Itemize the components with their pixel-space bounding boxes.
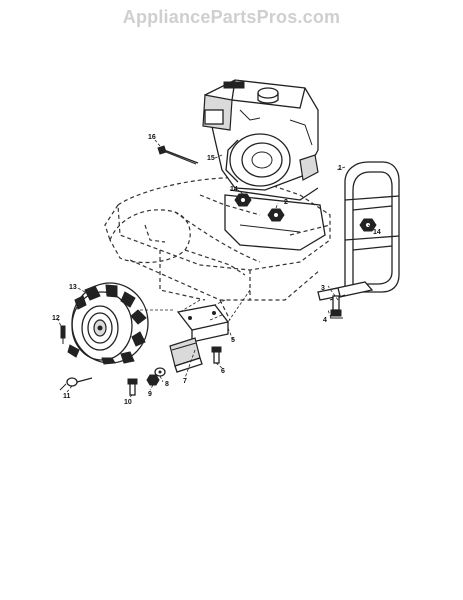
callout-8: 8 [165,381,169,388]
bumper-bolt [330,295,343,319]
engine [202,79,319,201]
callout-14-left: 14 [230,186,238,193]
callout-3: 3 [321,285,325,292]
wheel-tire [67,282,149,365]
phantom-frame [104,177,331,321]
bolt-10 [127,378,138,396]
wire-tie [157,145,199,165]
nut-9 [146,374,160,386]
valve-stem [60,325,66,344]
leader-lines [57,139,375,398]
callout-15: 15 [207,155,215,162]
axle-bracket [176,304,230,343]
callout-1: 1 [338,165,342,172]
callout-11: 11 [63,393,71,400]
engine-mount-plate [224,194,326,251]
depth-stake-block [169,337,203,373]
callout-12: 12 [52,315,60,322]
callout-14-right: 14 [373,229,381,236]
callout-4: 4 [323,317,327,324]
callout-10: 10 [124,399,132,406]
bolt-6 [211,346,222,364]
nut-left [234,193,252,207]
callout-16: 16 [148,134,156,141]
callout-13: 13 [69,284,77,291]
callout-9: 9 [148,391,152,398]
callout-2: 2 [284,199,288,206]
watermark-logo: AppliancePartsPros.com [122,7,341,27]
washer-8 [154,367,166,377]
hitch-pin [59,377,93,391]
callout-labels: 1 2 3 4 5 6 7 8 9 10 11 12 13 14 14 15 1… [52,134,381,406]
callout-6: 6 [221,368,225,375]
callout-5: 5 [231,337,235,344]
callout-7: 7 [183,378,187,385]
nut-2 [267,208,285,222]
